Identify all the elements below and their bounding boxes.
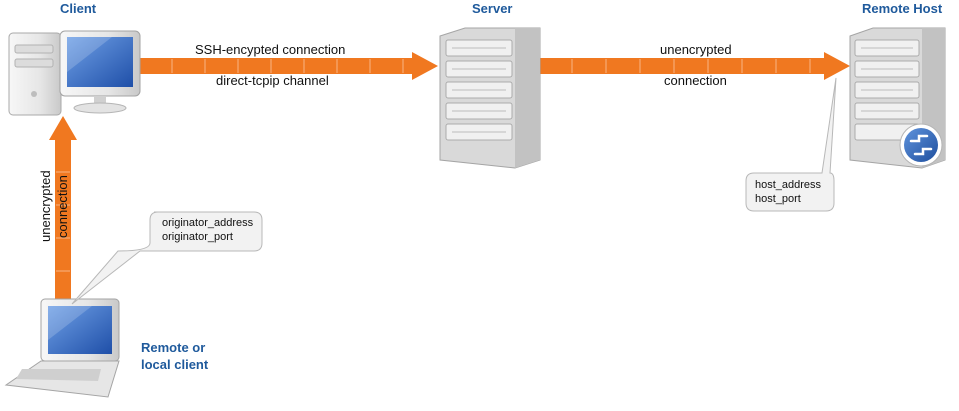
laptop-client-label-line1: unencrypted bbox=[38, 170, 53, 242]
remote-client-title: Remote or local client bbox=[141, 339, 208, 373]
client-server-label-top: SSH-encypted connection bbox=[195, 42, 346, 57]
arrow-server-to-remote-host bbox=[538, 52, 850, 80]
arrow-client-to-server bbox=[140, 52, 438, 80]
laptop-icon bbox=[4, 298, 120, 398]
server-title: Server bbox=[472, 1, 513, 16]
remote-client-title-line1: Remote or bbox=[141, 340, 206, 355]
client-server-label-bottom: direct-tcpip channel bbox=[216, 73, 329, 88]
originator-address-label: originator_address bbox=[162, 217, 254, 229]
host-address-label: host_address bbox=[755, 179, 822, 191]
remote-host-title: Remote Host bbox=[862, 1, 943, 16]
desktop-computer-icon bbox=[8, 30, 141, 116]
host-callout-text: host_address host_port bbox=[755, 178, 821, 206]
laptop-client-label-line2: connection bbox=[55, 175, 70, 238]
originator-port-label: originator_port bbox=[162, 231, 233, 243]
remote-client-title-line2: local client bbox=[141, 357, 209, 372]
client-title: Client bbox=[60, 1, 97, 16]
network-globe-icon bbox=[899, 123, 943, 167]
server-rack-icon bbox=[439, 27, 541, 169]
callout-host bbox=[745, 77, 837, 212]
originator-callout-text: originator_address originator_port bbox=[162, 216, 253, 244]
server-remote-label-bottom: connection bbox=[664, 73, 727, 88]
callout-originator bbox=[71, 211, 263, 305]
server-remote-label-top: unencrypted bbox=[660, 42, 732, 57]
host-port-label: host_port bbox=[755, 193, 801, 205]
laptop-client-vertical-label: unencrypted connection bbox=[37, 170, 71, 242]
arrow-laptop-to-client bbox=[49, 116, 77, 304]
